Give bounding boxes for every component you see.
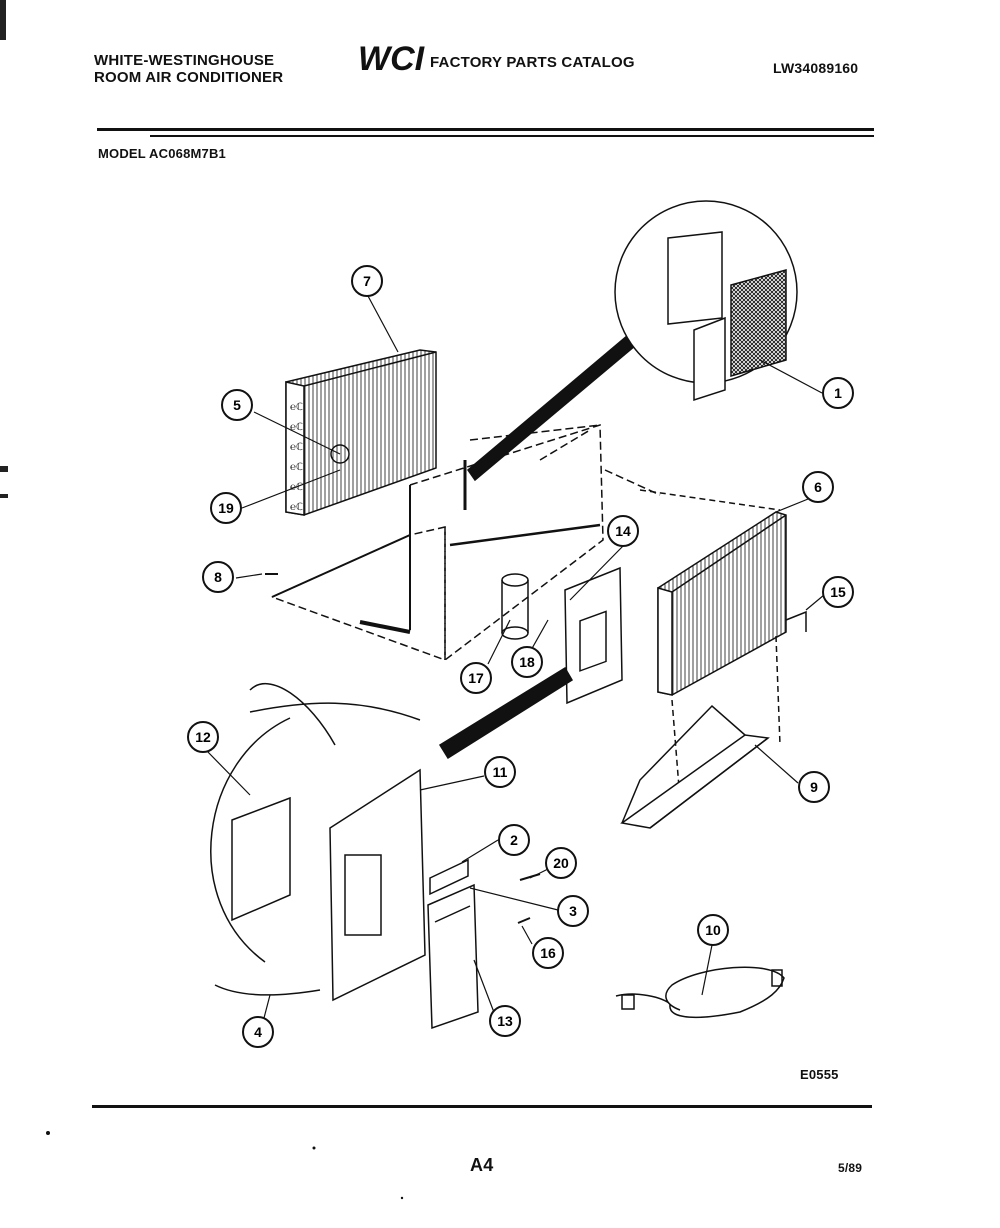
scan-edge-mark bbox=[0, 466, 8, 472]
callout-label: 16 bbox=[540, 945, 556, 961]
callout-2: 2 bbox=[498, 824, 530, 856]
footer-rule bbox=[92, 1105, 872, 1108]
callout-label: 5 bbox=[233, 397, 241, 413]
callout-label: 13 bbox=[497, 1013, 513, 1029]
scan-speck bbox=[46, 1131, 50, 1135]
callout-label: 11 bbox=[493, 764, 508, 780]
knob-assembly bbox=[427, 858, 479, 1030]
callout-label: 4 bbox=[254, 1024, 262, 1040]
capacitor bbox=[501, 573, 529, 640]
callout-label: 1 bbox=[834, 385, 842, 401]
wci-logo: WCI bbox=[358, 40, 426, 76]
callout-8: 8 bbox=[202, 561, 234, 593]
evaporator-coil: ℮ℂ ℮ℂ ℮ℂ ℮ℂ ℮ℂ ℮ℂ bbox=[285, 349, 437, 516]
callout-7: 7 bbox=[351, 265, 383, 297]
callout-13: 13 bbox=[489, 1005, 521, 1037]
callout-15: 15 bbox=[822, 576, 854, 608]
callout-5: 5 bbox=[221, 389, 253, 421]
callout-label: 15 bbox=[830, 584, 846, 600]
drawing-code: E0555 bbox=[800, 1067, 839, 1082]
callout-18: 18 bbox=[511, 646, 543, 678]
brand-line-2: ROOM AIR CONDITIONER bbox=[94, 69, 284, 86]
svg-text:℮ℂ: ℮ℂ bbox=[290, 402, 303, 413]
callout-label: 12 bbox=[195, 729, 211, 745]
callout-4: 4 bbox=[242, 1016, 274, 1048]
callout-label: 6 bbox=[814, 479, 822, 495]
catalog-title: FACTORY PARTS CATALOG bbox=[430, 54, 635, 71]
callout-label: 18 bbox=[519, 654, 535, 670]
svg-text:℮ℂ: ℮ℂ bbox=[290, 442, 303, 453]
scan-speck bbox=[400, 1196, 404, 1200]
drain-pan bbox=[620, 704, 770, 829]
callout-17: 17 bbox=[460, 662, 492, 694]
control-inset bbox=[210, 683, 426, 1002]
page-number: A4 bbox=[470, 1155, 494, 1175]
callout-11: 11 bbox=[484, 756, 516, 788]
callout-label: 7 bbox=[363, 273, 371, 289]
callout-label: 3 bbox=[569, 903, 577, 919]
callout-16: 16 bbox=[532, 937, 564, 969]
callout-9: 9 bbox=[798, 771, 830, 803]
callout-6: 6 bbox=[802, 471, 834, 503]
callout-19: 19 bbox=[210, 492, 242, 524]
callout-label: 19 bbox=[218, 500, 234, 516]
callout-label: 14 bbox=[615, 523, 631, 539]
filter-inset bbox=[614, 200, 798, 402]
revision-date: 5/89 bbox=[838, 1161, 863, 1175]
scan-speck bbox=[312, 1146, 316, 1150]
callout-12: 12 bbox=[187, 721, 219, 753]
callout-1: 1 bbox=[822, 377, 854, 409]
callout-3: 3 bbox=[557, 895, 589, 927]
callout-label: 20 bbox=[553, 855, 569, 871]
header-rule bbox=[97, 128, 874, 131]
svg-text:℮ℂ: ℮ℂ bbox=[290, 502, 303, 513]
scan-edge-mark bbox=[0, 494, 8, 498]
callout-label: 10 bbox=[705, 922, 721, 938]
callout-label: 17 bbox=[468, 670, 484, 686]
catalog-number: LW34089160 bbox=[773, 60, 859, 76]
brand-block: WHITE-WESTINGHOUSE ROOM AIR CONDITIONER bbox=[94, 52, 283, 86]
header-rule-secondary bbox=[150, 135, 874, 137]
svg-text:℮ℂ: ℮ℂ bbox=[290, 462, 303, 473]
callout-label: 9 bbox=[810, 779, 818, 795]
scan-edge-mark bbox=[0, 0, 6, 40]
callout-20: 20 bbox=[545, 847, 577, 879]
control-box bbox=[564, 566, 623, 705]
callout-label: 8 bbox=[214, 569, 222, 585]
callout-14: 14 bbox=[607, 515, 639, 547]
svg-text:℮ℂ: ℮ℂ bbox=[290, 422, 303, 433]
callout-label: 2 bbox=[510, 832, 518, 848]
callout-10: 10 bbox=[697, 914, 729, 946]
model-label: MODEL AC068M7B1 bbox=[98, 146, 226, 161]
wci-logo-text: WCI bbox=[358, 40, 426, 76]
brand-line-1: WHITE-WESTINGHOUSE bbox=[94, 52, 275, 69]
power-cord bbox=[615, 966, 785, 1019]
